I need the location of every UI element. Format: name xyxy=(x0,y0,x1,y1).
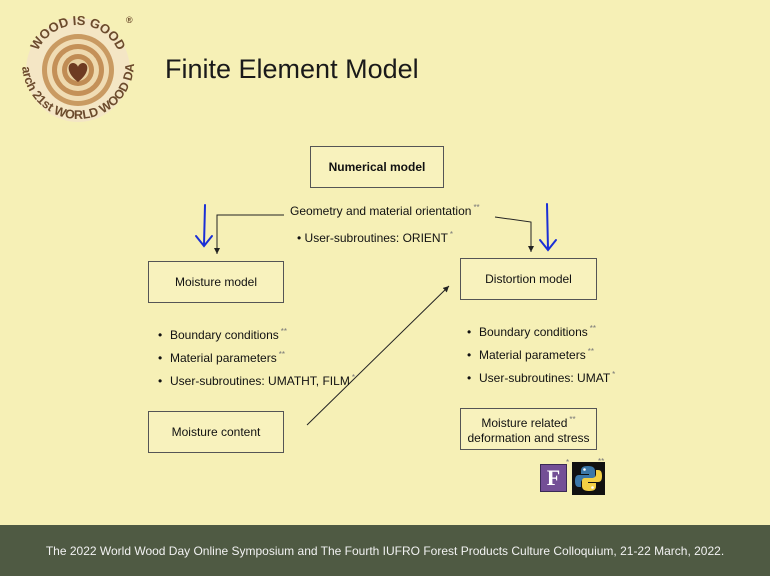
distortion-model-label: Distortion model xyxy=(485,271,572,286)
footer-banner: The 2022 World Wood Day Online Symposium… xyxy=(0,525,770,576)
connector-moisture-to-distortion xyxy=(306,285,450,426)
moisture-content-label: Moisture content xyxy=(171,424,261,439)
geometry-label: Geometry and material orientation** xyxy=(290,203,480,218)
page-title: Finite Element Model xyxy=(165,54,419,84)
list-item: Material parameters** xyxy=(467,347,615,370)
moisture-related-line1: Moisture related** xyxy=(481,415,576,430)
list-item: User-subroutines: UMAT* xyxy=(467,370,615,393)
moisture-content-box: Moisture content xyxy=(148,411,284,453)
orient-bullet: • User-subroutines: ORIENT* xyxy=(297,230,454,245)
wood-is-good-logo: WOOD IS GOOD ® March 21st WORLD WOOD DAY xyxy=(10,3,137,122)
moisture-related-line2: deformation and stress xyxy=(467,431,590,445)
list-item: User-subroutines: UMATHT, FILM* xyxy=(158,373,355,396)
blue-annotation-arrow-left xyxy=(195,204,213,248)
distortion-model-bullets: Boundary conditions** Material parameter… xyxy=(467,324,615,393)
numerical-model-box: Numerical model xyxy=(310,146,444,188)
numerical-model-label: Numerical model xyxy=(328,159,426,174)
python-icon xyxy=(572,462,605,495)
footer-text: The 2022 World Wood Day Online Symposium… xyxy=(45,543,725,558)
connector-to-distortion-model xyxy=(494,216,534,252)
moisture-model-box: Moisture model xyxy=(148,261,284,303)
svg-text:®: ® xyxy=(126,15,133,25)
connector-to-moisture-model xyxy=(214,214,284,254)
list-item: Boundary conditions** xyxy=(467,324,615,347)
list-item: Boundary conditions** xyxy=(158,327,355,350)
moisture-model-bullets: Boundary conditions** Material parameter… xyxy=(158,327,355,396)
distortion-model-box: Distortion model xyxy=(460,258,597,300)
blue-annotation-arrow-right xyxy=(539,203,557,252)
list-item: Material parameters** xyxy=(158,350,355,373)
moisture-model-label: Moisture model xyxy=(174,274,258,289)
fortran-icon: F xyxy=(540,464,567,492)
moisture-related-box: Moisture related** deformation and stres… xyxy=(460,408,597,450)
